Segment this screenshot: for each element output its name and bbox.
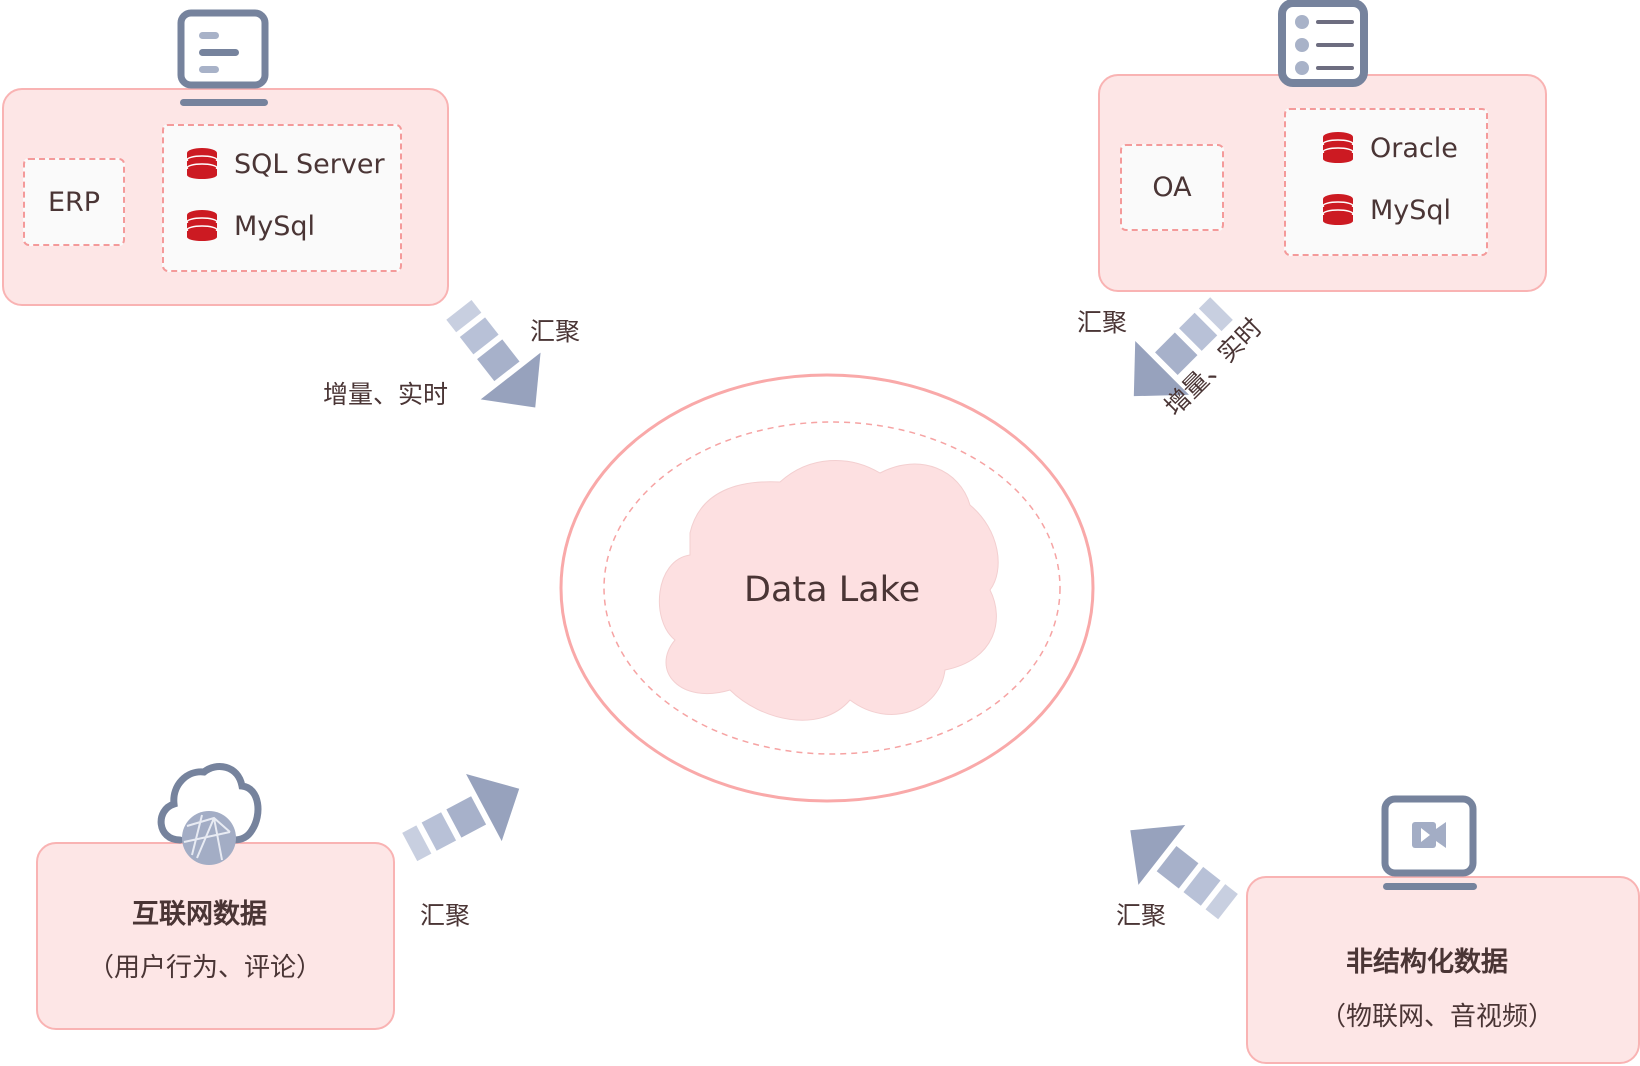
database-label: SQL Server	[234, 148, 385, 180]
flow-label-top-left: 汇聚	[530, 317, 581, 346]
unstructured-source-panel	[1246, 876, 1640, 1064]
flow-label-bottom-left: 汇聚	[420, 901, 471, 930]
database-icon	[1322, 132, 1354, 163]
flow-label-bottom-right: 汇聚	[1116, 901, 1167, 930]
database-icon	[186, 148, 218, 179]
database-label: MySql	[1370, 194, 1452, 226]
list-icon	[1278, 0, 1368, 87]
internet-subtitle: （用户行为、评论）	[88, 953, 323, 983]
flow-arrow-bottom-right	[1130, 824, 1238, 920]
data-lake-rings	[559, 373, 1095, 803]
database-icon	[186, 210, 218, 241]
oa-label: OA	[1152, 172, 1192, 203]
database-label: MySql	[234, 210, 316, 242]
inner-dashed-ring	[603, 421, 1061, 755]
cloud-globe-icon	[157, 763, 262, 865]
erp-system-box: ERP	[23, 158, 125, 246]
flow-arrow-bottom-left	[402, 773, 520, 862]
flow-arrow-top-right	[1133, 297, 1233, 397]
unstructured-title: 非结构化数据	[1346, 947, 1508, 978]
internet-title: 互联网数据	[132, 899, 267, 930]
video-monitor-icon	[1381, 795, 1477, 890]
oa-system-box: OA	[1120, 144, 1224, 231]
document-monitor-icon	[177, 9, 269, 106]
unstructured-subtitle: （物联网、音视频）	[1320, 1002, 1555, 1032]
flow-arrow-top-left	[446, 299, 541, 408]
erp-label: ERP	[47, 186, 101, 218]
database-icon	[1322, 194, 1354, 225]
oa-database-box: Oracle MySql	[1284, 108, 1488, 256]
internet-source-panel	[36, 842, 395, 1030]
data-lake-label: Data Lake	[744, 570, 921, 610]
flow-label-top-right: 汇聚	[1077, 308, 1128, 337]
cloud-shape	[658, 459, 999, 721]
erp-database-box: SQL Server MySql	[162, 124, 402, 272]
outer-ring	[559, 373, 1095, 803]
database-label: Oracle	[1370, 132, 1458, 164]
flow-sublabel-top-left: 增量、实时	[323, 380, 449, 409]
